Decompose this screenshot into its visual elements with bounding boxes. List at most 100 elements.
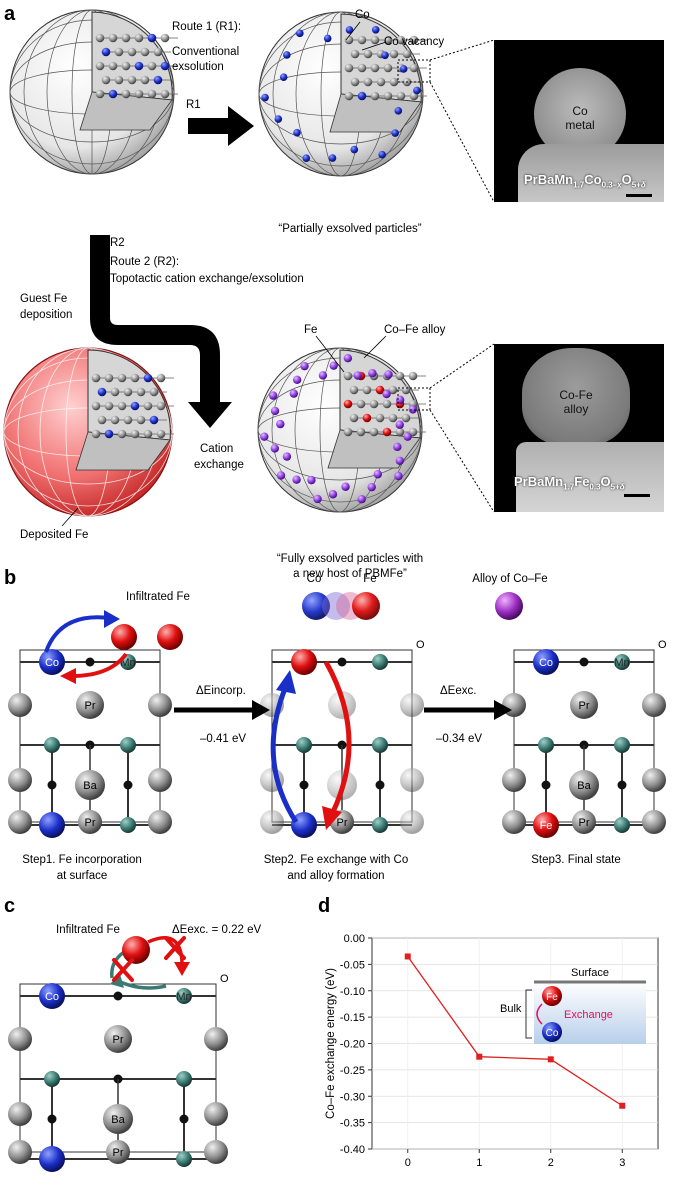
step2-blue-arrow xyxy=(270,685,299,824)
mn-label: Mn xyxy=(614,657,629,669)
co-atom xyxy=(291,812,317,838)
pr-label-bottom: Pr xyxy=(579,817,590,829)
corner-atom xyxy=(8,1027,32,1051)
lattice-atom xyxy=(389,77,399,87)
b-dE1-value: –0.41 eV xyxy=(200,733,246,745)
lattice-atom xyxy=(344,35,354,45)
inset-fe-label: Fe xyxy=(546,992,558,1003)
inset-bulk-bracket xyxy=(525,989,532,1039)
lattice-atom xyxy=(91,429,101,439)
lattice-atom xyxy=(395,427,405,437)
lattice-atom xyxy=(136,387,146,397)
surface-co-particles xyxy=(261,25,421,163)
lattice-atom xyxy=(97,387,107,397)
b-dE2-value: –0.34 eV xyxy=(436,733,482,745)
corner-atom xyxy=(204,1027,228,1051)
lattice-atom xyxy=(95,33,105,43)
fe-atom xyxy=(291,649,317,675)
lattice-atom xyxy=(375,413,385,423)
oxygen-atom xyxy=(579,657,589,667)
lattice-atom xyxy=(383,91,393,101)
lattice-atom xyxy=(123,415,133,425)
lattice-atom xyxy=(114,75,124,85)
alloy-particle xyxy=(357,495,366,504)
infiltrated-fe-1 xyxy=(111,624,137,650)
alloy-particle xyxy=(408,405,418,414)
co-particle xyxy=(328,154,337,162)
lattice-atom xyxy=(344,91,354,101)
co-particle xyxy=(378,150,386,159)
alloy-particle xyxy=(282,452,292,461)
corner-atom xyxy=(204,1140,228,1164)
corner-atom xyxy=(204,1102,228,1126)
fe-atom xyxy=(533,812,559,838)
route2-title: Route 2 (R2): xyxy=(110,256,179,268)
inset-bulk-label: Bulk xyxy=(500,1003,522,1015)
oxygen-atom xyxy=(617,780,627,790)
lattice-atom xyxy=(149,387,159,397)
lattice-atom xyxy=(127,47,137,57)
lattice-atom xyxy=(108,89,118,99)
corner-atom xyxy=(148,768,172,792)
corner-atom xyxy=(642,810,666,834)
oxygen-atom xyxy=(85,657,95,667)
b-dE2-label: ΔEexc. xyxy=(440,685,476,697)
co-particle xyxy=(381,51,389,60)
corner-atom xyxy=(400,768,424,792)
mn-atom xyxy=(176,1151,192,1167)
lattice-atom xyxy=(153,75,163,85)
corner-atom xyxy=(400,810,424,834)
cation-label-2: exchange xyxy=(194,459,244,471)
mn-atom xyxy=(120,817,136,833)
y-tick-label: -0.10 xyxy=(340,986,365,998)
mn-atom xyxy=(614,654,630,670)
lattice-atom xyxy=(114,47,124,57)
route1-label: R1 xyxy=(186,99,201,111)
alloy-particle xyxy=(368,368,377,378)
c-infiltrated-label: Infiltrated Fe xyxy=(56,924,120,936)
pr-label: Pr xyxy=(113,1034,124,1046)
oxygen-atom xyxy=(541,780,551,790)
x-tick-label: 0 xyxy=(405,1157,411,1169)
lattice-atom xyxy=(356,427,366,437)
alloy-particle xyxy=(276,471,286,480)
lattice-atom xyxy=(101,47,111,57)
b-alloy-label: Alloy of Co–Fe xyxy=(472,573,547,585)
alloy-particle xyxy=(292,375,302,385)
pr-label: Pr xyxy=(85,700,96,712)
infiltrated-fe-2 xyxy=(157,624,183,650)
lattice-atom xyxy=(408,371,418,381)
alloy-particle xyxy=(276,419,285,429)
alloy-particle xyxy=(367,482,376,492)
lattice-atom xyxy=(121,33,131,43)
o-label: O xyxy=(416,639,425,651)
co-atom xyxy=(39,812,65,838)
co-particle xyxy=(274,115,283,123)
alloy-particle xyxy=(313,494,322,504)
alloy-particle xyxy=(373,470,383,479)
o-label: O xyxy=(220,973,229,985)
b-infiltrated-label: Infiltrated Fe xyxy=(126,591,190,603)
lattice-pristine xyxy=(95,33,178,99)
ba-label: Ba xyxy=(111,1114,125,1126)
pr-atom-bottom xyxy=(106,1140,130,1164)
ba-atom xyxy=(75,770,105,800)
oxygen-atom xyxy=(179,1114,189,1124)
lattice-atom xyxy=(143,429,153,439)
lattice-atom xyxy=(370,63,380,73)
pr-atom xyxy=(570,691,598,719)
step2-red-arrow xyxy=(323,660,352,820)
y-axis-label: Co–Fe exchange energy (eV) xyxy=(325,968,337,1119)
lattice-atom xyxy=(363,49,373,59)
route1-desc2: exsolution xyxy=(172,61,224,73)
mn-atom xyxy=(176,1071,192,1087)
route2-label: R2 xyxy=(110,237,125,249)
oxygen-atom xyxy=(299,780,309,790)
y-tick-label: -0.35 xyxy=(340,1118,365,1130)
lattice-atom xyxy=(349,413,359,423)
oxygen-atom xyxy=(113,991,123,1001)
lattice-atom xyxy=(382,427,392,437)
oxygen-atom xyxy=(47,1114,57,1124)
